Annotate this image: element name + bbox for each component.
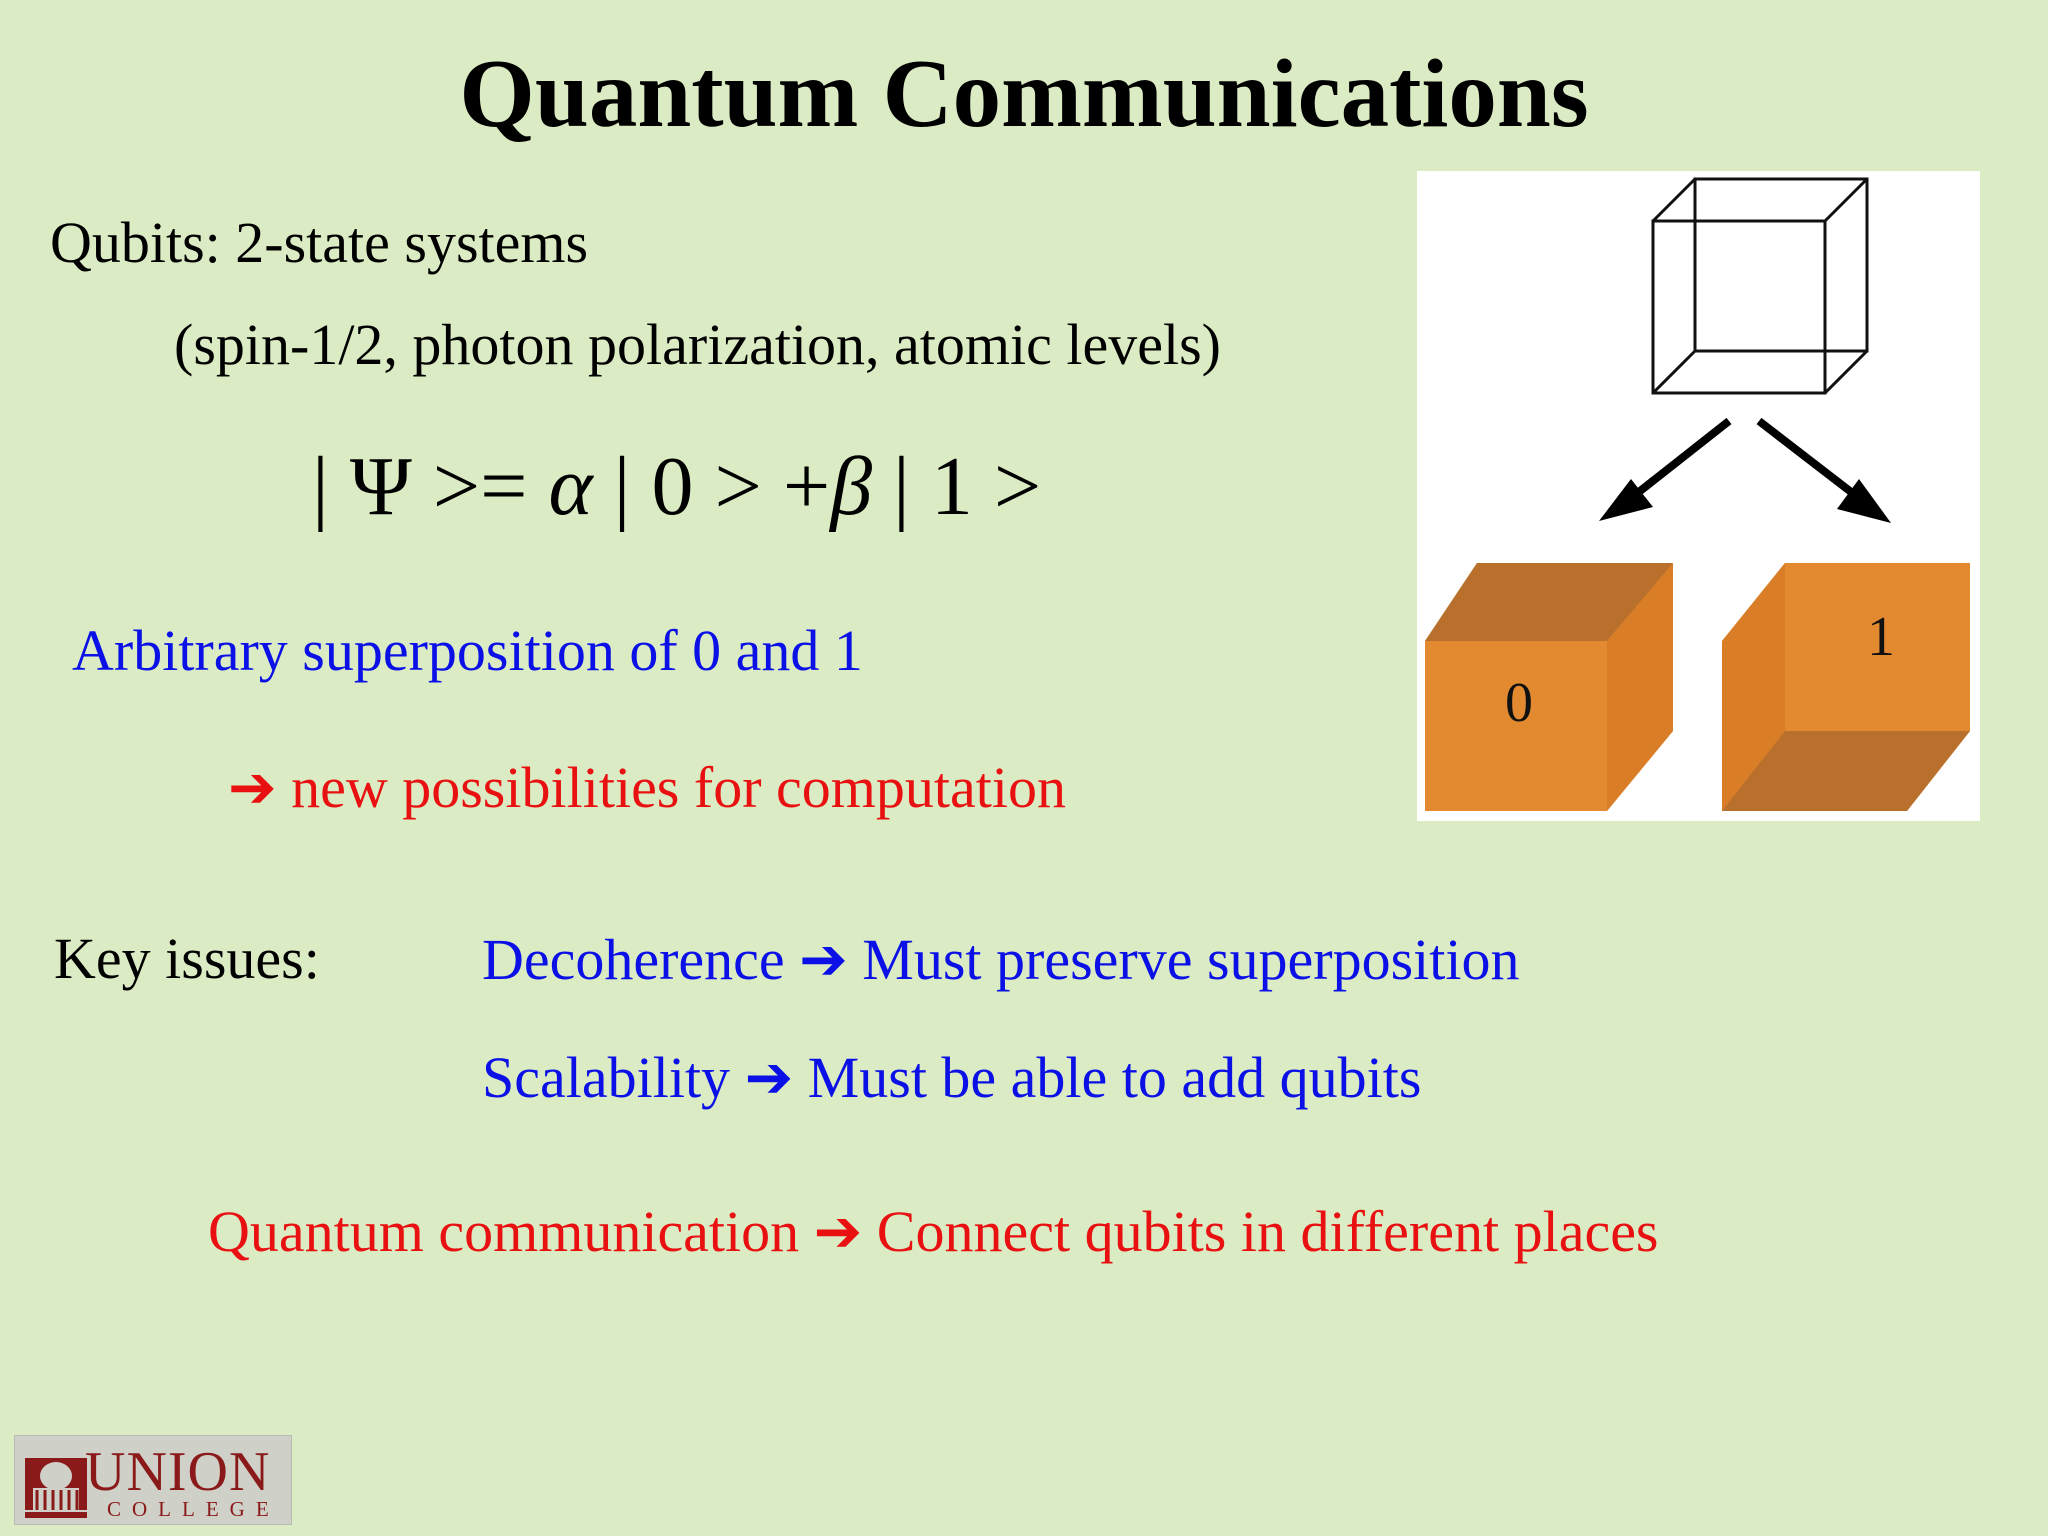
logo-college-text: COLLEGE xyxy=(107,1497,280,1521)
superposition-text: Arbitrary superposition of 0 and 1 xyxy=(72,618,863,683)
qubits-examples: (spin-1/2, photon polarization, atomic l… xyxy=(174,312,1221,377)
issue-consequence: Must be able to add qubits xyxy=(807,1045,1422,1110)
possibilities-text: new possibilities for computation xyxy=(291,755,1066,820)
communication-right: Connect qubits in different places xyxy=(876,1199,1659,1264)
issue-name: Decoherence xyxy=(482,927,785,992)
key-issue-scalability: Scalability ➔ Must be able to add qubits xyxy=(482,1048,1421,1107)
qubit-cube-figure: 0 1 xyxy=(1417,171,1980,821)
right-arrow-icon: ➔ xyxy=(228,753,277,821)
qubit-cube-one: 1 xyxy=(1722,563,1970,811)
formula-mid: | 0 > + xyxy=(592,440,831,533)
formula-beta: β xyxy=(830,440,873,533)
qubit-cube-diagram: 0 1 xyxy=(1425,177,1970,811)
wireframe-cube xyxy=(1651,177,1869,395)
qubit-state-formula: | Ψ >= α | 0 > +β | 1 > xyxy=(312,438,1041,535)
right-arrow-icon: ➔ xyxy=(799,925,848,993)
key-issues-label: Key issues: xyxy=(54,926,320,991)
right-arrow-icon: ➔ xyxy=(744,1043,794,1111)
logo-union-text: UNION xyxy=(85,1441,271,1503)
formula-end: | 1 > xyxy=(872,440,1042,533)
communication-left: Quantum communication xyxy=(208,1199,800,1264)
possibilities-line: ➔ new possibilities for computation xyxy=(228,758,1066,817)
qubit-cube-zero: 0 xyxy=(1425,563,1673,811)
key-issue-decoherence: Decoherence ➔ Must preserve superpositio… xyxy=(482,930,1520,989)
issue-consequence: Must preserve superposition xyxy=(862,927,1520,992)
cube-zero-label: 0 xyxy=(1505,672,1533,734)
formula-psi: | Ψ >= xyxy=(312,440,549,533)
communication-line: Quantum communication ➔ Connect qubits i… xyxy=(208,1202,1659,1261)
split-arrow-icon xyxy=(1599,417,1891,523)
union-college-logo: UNION COLLEGE xyxy=(14,1435,292,1525)
college-building-icon xyxy=(25,1458,87,1518)
page-title: Quantum Communications xyxy=(459,40,1589,147)
cube-one-label: 1 xyxy=(1867,606,1895,668)
issue-name: Scalability xyxy=(482,1045,731,1110)
qubits-heading: Qubits: 2-state systems xyxy=(50,210,589,275)
formula-alpha: α xyxy=(548,440,593,533)
right-arrow-icon: ➔ xyxy=(813,1197,863,1265)
